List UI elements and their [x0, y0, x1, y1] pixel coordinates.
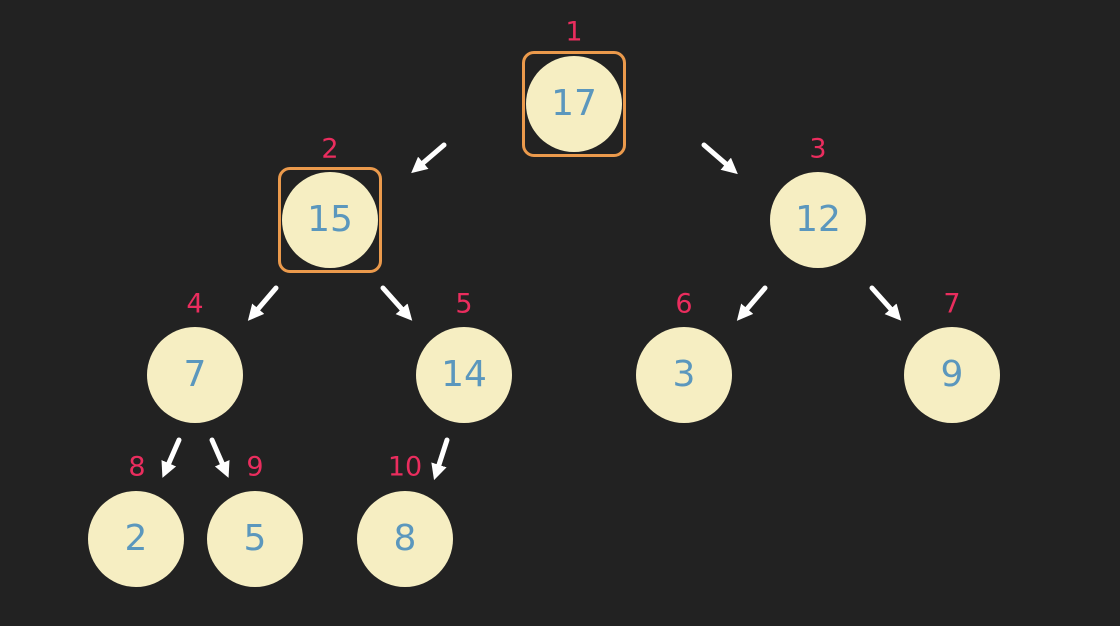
arrow-1-to-3 [701, 142, 738, 175]
tree-node-9: 5 [207, 491, 303, 587]
node-index-label-6: 6 [675, 288, 693, 320]
tree-node-2: 15 [282, 172, 378, 268]
arrow-4-to-9 [209, 437, 230, 478]
arrow-5-to-10 [431, 437, 450, 481]
highlight-box-node-1 [522, 51, 626, 157]
highlight-box-node-2 [278, 167, 382, 273]
tree-node-5: 14 [416, 327, 512, 423]
arrow-3-to-7 [869, 285, 902, 321]
node-index-label-4: 4 [186, 288, 204, 320]
arrow-1-to-2 [411, 142, 447, 174]
tree-node-8: 2 [88, 491, 184, 587]
node-index-label-1: 1 [565, 16, 583, 48]
tree-node-10: 8 [357, 491, 453, 587]
arrow-2-to-5 [380, 285, 413, 321]
node-index-label-10: 10 [387, 451, 423, 483]
tree-node-1: 17 [526, 56, 622, 152]
node-index-label-5: 5 [455, 288, 473, 320]
tree-node-3: 12 [770, 172, 866, 268]
arrow-4-to-8 [161, 437, 182, 478]
node-index-label-9: 9 [246, 451, 264, 483]
node-index-label-3: 3 [809, 133, 827, 165]
tree-node-7: 9 [904, 327, 1000, 423]
arrow-3-to-6 [736, 285, 768, 321]
node-index-label-2: 2 [321, 133, 339, 165]
node-index-label-7: 7 [943, 288, 961, 320]
node-index-label-8: 8 [128, 451, 146, 483]
arrow-2-to-4 [247, 285, 279, 321]
arrow-group [161, 142, 902, 481]
tree-node-4: 7 [147, 327, 243, 423]
tree-node-6: 3 [636, 327, 732, 423]
